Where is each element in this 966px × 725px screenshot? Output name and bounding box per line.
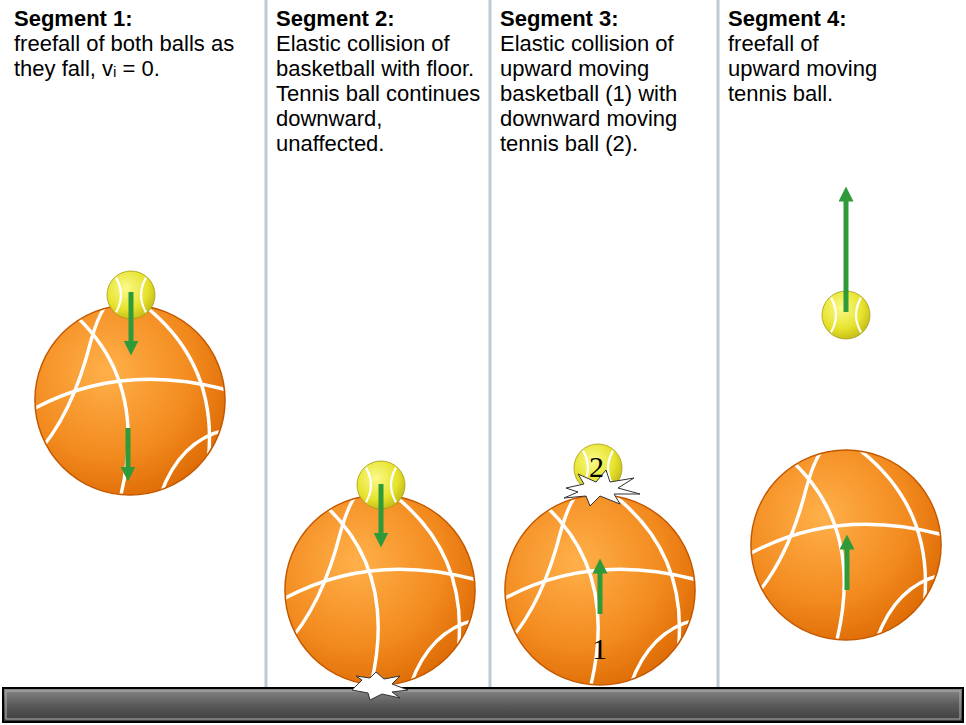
segment-separator [266,0,718,688]
segment-heading: Segment 3: [500,6,714,31]
segment-heading: Segment 2: [276,6,488,31]
segment-band: Segment 3:Elastic collision of upward mo… [500,6,714,156]
segment-band: Segment 1:freefall of both balls as they… [14,6,254,81]
impact-burst [352,672,408,700]
velocity-arrow [379,484,384,540]
velocity-arrow [128,292,131,474]
segment-description: Elastic collision of basketball with flo… [276,31,488,156]
segment-band: Segment 4:freefall of upward moving tenn… [728,6,878,106]
segment-heading: Segment 4: [728,6,878,31]
segment-heading: Segment 1: [14,6,254,31]
segment-description: freefall of upward moving tennis ball. [728,31,878,106]
segment-description: Elastic collision of upward moving baske… [500,31,714,156]
basketball [748,447,944,643]
velocity-arrow [846,194,847,590]
callout-number: 1 [592,634,607,664]
floor-edge [6,691,960,719]
basketball [502,492,698,688]
velocity-arrow [598,566,603,614]
callout-number: 2 [589,452,604,482]
floor [3,688,963,722]
segment-description: freefall of both balls as they fall, vᵢ … [14,31,254,81]
segment-band: Segment 2:Elastic collision of basketbal… [276,6,488,156]
